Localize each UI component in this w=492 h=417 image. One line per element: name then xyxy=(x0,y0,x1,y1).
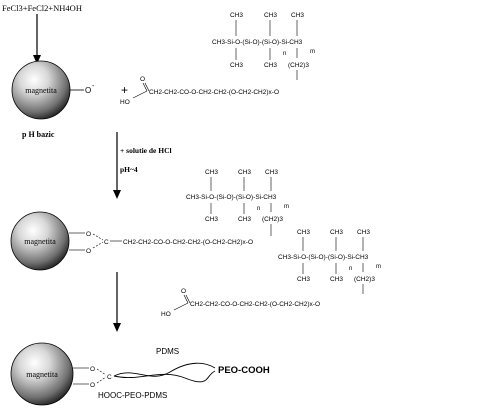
arrow-final-head xyxy=(113,323,121,332)
index-n-3: n xyxy=(349,266,352,272)
pdms-label: PDMS xyxy=(156,347,179,356)
siloxane-chain-2: CH3-Si-O-(Si-O)-(Si-O)-Si-CH3 xyxy=(186,194,277,201)
particle-label-2: magnetita xyxy=(24,237,56,246)
methyl-bot-7: CH3 xyxy=(297,276,310,283)
particle-carboxylate: magnetita xyxy=(10,211,70,271)
particle-label-1: magnetita xyxy=(25,86,57,95)
acid-ho-3: HO xyxy=(161,311,171,318)
siloxane-chain-1: CH3-Si-O-(Si-O)-(Si-O)-Si-CH3 xyxy=(212,39,303,46)
methyl-bot-8: CH3 xyxy=(330,276,343,283)
methyl-top-4: CH3 xyxy=(205,169,218,176)
particle-label-3: magnetita xyxy=(26,370,58,379)
carbox-c-3: C xyxy=(107,374,112,381)
acid-o-3: O xyxy=(181,288,186,295)
methyl-top-8: CH3 xyxy=(330,229,343,236)
peo-chain-1: CH2-CH2-CO-O-CH2-CH2-(O-CH2-CH2)x-O xyxy=(149,89,279,96)
index-n-1: n xyxy=(283,51,286,57)
siloxane-chain-3: CH3-Si-O-(Si-O)-(Si-O)-Si-CH3 xyxy=(278,254,369,261)
reagents-label: FeCl3+FeCl2+NH4OH xyxy=(2,3,82,13)
pdms-chain-curve xyxy=(113,362,216,377)
methyl-top-7: CH3 xyxy=(297,229,310,236)
methyl-top-9: CH3 xyxy=(357,229,370,236)
magnetite-sphere-3 xyxy=(10,342,74,406)
polymer-attached-siloxane: CH3 CH3 CH3 CH3-Si-O-(Si-O)-(Si-O)-Si-CH… xyxy=(186,169,289,236)
index-n-2: n xyxy=(257,206,260,212)
peo-cooh-label: PEO-COOH xyxy=(218,365,270,376)
ph4-label: pH~4 xyxy=(120,165,138,174)
magnetite-sphere-2 xyxy=(10,211,70,271)
polymer-free: CH3 CH3 CH3 CH3-Si-O-(Si-O)-(Si-O)-Si-CH… xyxy=(161,229,381,318)
methyl-top-3: CH3 xyxy=(291,12,304,19)
plus-sign: + xyxy=(121,83,128,97)
hcl-label: + solutie de HCl xyxy=(120,146,172,155)
carbox-o-lower-3: O xyxy=(90,382,95,389)
peo-chain-curve xyxy=(113,370,216,383)
methyl-top-1: CH3 xyxy=(230,12,243,19)
index-m-3: m xyxy=(376,264,381,270)
methyl-bot-5: CH3 xyxy=(238,216,251,223)
methyl-top-6: CH3 xyxy=(265,169,278,176)
ph-basic-label: p H bazic xyxy=(22,130,55,139)
methyl-top-2: CH3 xyxy=(264,12,277,19)
peo-chain-2: CH2-CH2-CO-O-CH2-CH2-(O-CH2-CH2)x-O xyxy=(123,239,253,246)
carbox-o-upper-3: O xyxy=(90,366,95,373)
arrow-reagents-head xyxy=(33,55,41,64)
particle-final: magnetita xyxy=(10,342,74,406)
peo-chain-3: CH2-CH2-CO-O-CH2-CH2-(O-CH2-CH2)x-O xyxy=(190,301,320,308)
o-minus-label: O xyxy=(85,86,91,95)
methyl-bot-2: CH3 xyxy=(264,62,277,69)
arrow-hcl-head xyxy=(113,190,121,199)
carbox-o-upper-2: O xyxy=(86,231,91,238)
carbox-c-2: C xyxy=(104,239,109,246)
particle-basic: magnetita xyxy=(11,60,71,120)
methyl-bot-4: CH3 xyxy=(205,216,218,223)
methyl-bot-1: CH3 xyxy=(230,62,243,69)
acid-o-1: O xyxy=(140,76,145,83)
ch2-3-1: (CH2)3 xyxy=(288,62,309,69)
carbox-o-lower-2: O xyxy=(86,248,91,255)
acid-ho-1: HO xyxy=(120,99,130,106)
hooc-peo-pdms-label: HOOC-PEO-PDMS xyxy=(98,391,167,400)
index-m-1: m xyxy=(310,49,315,55)
o-minus-charge: - xyxy=(92,83,95,90)
methyl-top-5: CH3 xyxy=(238,169,251,176)
ch2-3-2: (CH2)3 xyxy=(262,216,283,223)
index-m-2: m xyxy=(284,204,289,210)
ch2-3-3: (CH2)3 xyxy=(354,276,375,283)
polymer-reactant-1: CH3 CH3 CH3 CH3-Si-O-(Si-O)-(Si-O)-Si-CH… xyxy=(120,12,315,106)
